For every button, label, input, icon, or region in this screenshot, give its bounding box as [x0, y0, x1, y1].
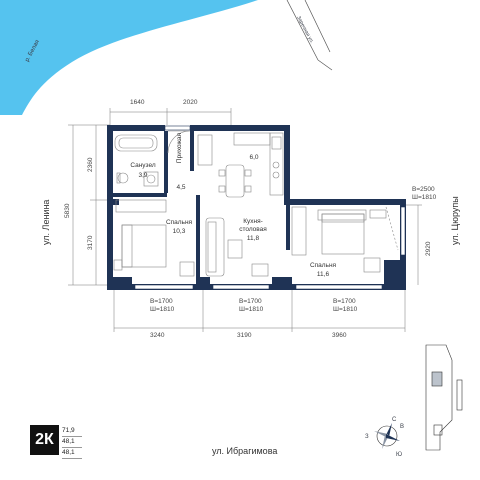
dim-left-2: 5830 [64, 203, 71, 218]
window-2-height: В=1700 [239, 298, 262, 305]
bathroom-fixtures [114, 134, 159, 187]
dim-bottom-1: 3240 [150, 332, 165, 339]
compass-east: В [400, 424, 404, 430]
window-3-height: В=1700 [333, 298, 356, 305]
right-dimensions [405, 204, 422, 285]
top-dimensions [109, 108, 232, 125]
area-summary: 71,9 48,1 48,1 [62, 426, 82, 459]
dim-bottom-3: 3960 [332, 332, 347, 339]
road-label: Заречная ул. [295, 15, 314, 44]
room-bathroom-area: 3,9 [138, 172, 147, 179]
dim-left-3: 3170 [87, 235, 94, 250]
window-4-width: Ш=1810 [412, 194, 437, 201]
road [286, 0, 333, 71]
room-bedroom-left-area: 10,3 [173, 228, 186, 235]
room-hall-area: 4,5 [176, 184, 185, 191]
area-extra: 48,1 [62, 448, 82, 459]
kitchen-fixtures [197, 132, 284, 277]
window-1-height: В=1700 [150, 298, 173, 305]
area-living: 48,1 [62, 437, 82, 448]
mini-site-plan [425, 344, 463, 451]
bottom-dimensions [113, 290, 406, 332]
room-hall-name: Прихожая [176, 132, 183, 163]
compass-west: З [365, 434, 369, 440]
apartment-type-badge: 2К [30, 425, 59, 455]
window-3-width: Ш=1810 [333, 306, 358, 313]
room-bedroom-right-area: 11,6 [317, 271, 330, 278]
area-total: 71,9 [62, 426, 82, 437]
compass-north: С [392, 417, 397, 423]
entrance-door [167, 130, 191, 154]
room-bedroom-right-name: Спальня [310, 262, 337, 269]
river-area [0, 0, 258, 115]
compass-rose [374, 423, 400, 449]
bedroom-right-fixtures [291, 206, 399, 273]
dim-top-1: 1640 [130, 99, 145, 106]
window-2-width: Ш=1810 [239, 306, 264, 313]
left-dimensions [68, 124, 110, 286]
room-kitchen-area-small: 6,0 [249, 154, 258, 161]
walls [107, 125, 406, 290]
dim-bottom-2: 3190 [237, 332, 252, 339]
compass-south: Ю [396, 452, 402, 458]
room-bathroom-name: Санузел [130, 162, 156, 169]
street-bottom-label: ул. Ибрагимова [212, 446, 277, 456]
room-bedroom-left-name: Спальня [166, 219, 193, 226]
room-kitchen-area: 11,8 [247, 235, 260, 242]
dim-right-1: 2920 [425, 241, 432, 256]
bedroom-left-fixtures [113, 199, 195, 277]
dim-top-2: 2020 [183, 99, 198, 106]
window-openings [134, 125, 406, 290]
window-1-width: Ш=1810 [150, 306, 175, 313]
room-kitchen-name-2: столовая [239, 226, 267, 233]
room-kitchen-name: Кухня- [243, 218, 263, 225]
window-4-height: В=2500 [412, 186, 435, 193]
street-right-label: ул. Цюрупы [450, 196, 460, 245]
dim-left-1: 2360 [87, 157, 94, 172]
street-left-label: ул. Ленина [41, 200, 51, 245]
